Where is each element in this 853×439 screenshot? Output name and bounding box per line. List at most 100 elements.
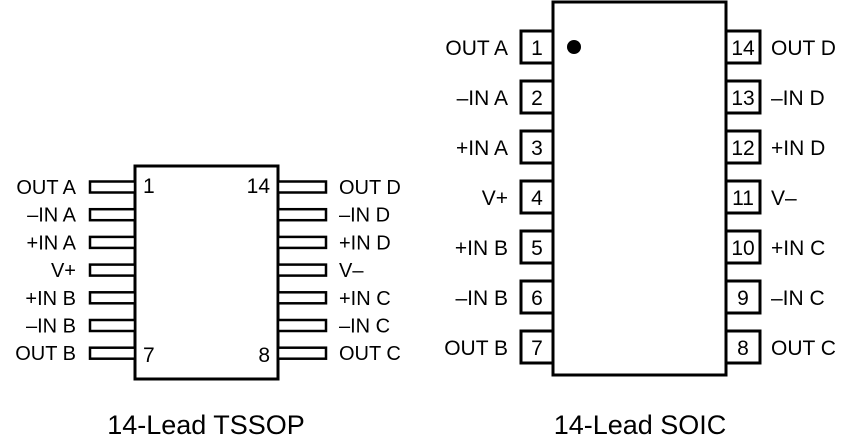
- soic-pin-number: 1: [531, 37, 543, 60]
- soic-pin-pad: [724, 29, 762, 65]
- tssop-pin-lead: [276, 346, 328, 360]
- soic-pin-pad: [724, 229, 762, 265]
- tssop-right-pins: OUT D –IN D +IN D V– +IN C –IN C OUT C: [276, 177, 401, 365]
- soic-pin-name: +IN B: [455, 237, 508, 260]
- soic-pin-6: 6 –IN B: [455, 279, 555, 315]
- soic-pin-name: OUT C: [771, 337, 836, 360]
- soic-pin-name: +IN C: [771, 237, 825, 260]
- soic-pin-pad: [724, 129, 762, 165]
- soic-pin-number: 3: [531, 137, 543, 160]
- tssop-pin-6: –IN B: [26, 316, 137, 338]
- tssop-pin-4: V+: [51, 260, 137, 282]
- pin1-indicator-dot-icon: [567, 40, 581, 54]
- tssop-corner-number-14: 14: [247, 175, 271, 198]
- soic-pin-name: OUT B: [444, 337, 508, 360]
- tssop-pin-12: +IN D: [276, 232, 391, 254]
- tssop-package: 1 14 7 8 OUT A –IN A +IN A V+ +IN B –IN B OUT …: [15, 164, 401, 439]
- soic-pin-number: 8: [737, 337, 749, 360]
- soic-pin-pad: [724, 179, 762, 215]
- soic-pin-7: 7 OUT B: [444, 329, 555, 365]
- tssop-body: [133, 164, 280, 381]
- tssop-pin-1: OUT A: [16, 177, 137, 199]
- soic-pin-13: 13–IN D: [724, 79, 825, 115]
- tssop-pin-name: +IN A: [27, 232, 77, 254]
- soic-pin-8: 8 OUT C: [724, 329, 836, 365]
- tssop-pin-8: OUT C: [276, 343, 401, 365]
- tssop-pin-name: OUT A: [16, 177, 76, 199]
- soic-pin-name: –IN A: [457, 87, 508, 110]
- soic-body: [551, 0, 728, 377]
- tssop-pin-name: V+: [51, 260, 76, 282]
- soic-pin-number: 2: [531, 87, 543, 110]
- tssop-pin-lead: [88, 235, 137, 250]
- tssop-pin-name: OUT C: [339, 343, 401, 365]
- tssop-pin-name: +IN D: [339, 232, 391, 254]
- soic-pin-number: 12: [731, 137, 754, 160]
- soic-pin-pad: [724, 279, 762, 315]
- tssop-pin-lead: [276, 291, 328, 305]
- soic-pin-pad: [519, 279, 555, 315]
- tssop-corner-number-1: 1: [143, 175, 155, 198]
- soic-pin-name: –IN B: [455, 287, 508, 310]
- soic-pin-name: OUT D: [771, 37, 836, 60]
- soic-pin-number: 10: [731, 237, 754, 260]
- soic-pin-pad: [519, 329, 555, 365]
- soic-pin-12: 12 +IN D: [724, 129, 825, 165]
- tssop-pin-14: OUT D: [276, 177, 401, 199]
- soic-pin-pad: [519, 129, 555, 165]
- tssop-caption: 14-Lead TSSOP: [107, 410, 305, 439]
- soic-pin-pad: [519, 29, 555, 65]
- tssop-pin-lead: [276, 235, 328, 250]
- tssop-pin-name: OUT D: [339, 177, 401, 199]
- soic-pin-number: 7: [531, 337, 543, 360]
- tssop-pin-7: OUT B: [15, 343, 137, 365]
- tssop-pin-name: –IN D: [339, 205, 390, 227]
- tssop-pin-9: –IN C: [276, 316, 390, 338]
- soic-pin-name: +IN A: [456, 137, 508, 160]
- soic-pin-2: 2 –IN A: [457, 79, 555, 115]
- tssop-corner-number-7: 7: [143, 344, 155, 367]
- soic-pin-name: V–: [771, 187, 797, 210]
- soic-pin-number: 9: [737, 287, 749, 310]
- tssop-pin-name: –IN A: [27, 205, 77, 227]
- tssop-pin-lead: [276, 263, 328, 277]
- soic-pin-pad: [724, 329, 762, 365]
- tssop-pin-10: +IN C: [276, 288, 391, 310]
- tssop-pin-name: –IN B: [26, 316, 76, 338]
- tssop-pin-lead: [88, 346, 137, 360]
- soic-pin-pad: [724, 79, 762, 115]
- soic-pin-3: 3 +IN A: [456, 129, 555, 165]
- tssop-pin-name: –IN C: [339, 316, 390, 338]
- soic-caption: 14-Lead SOIC: [554, 410, 727, 439]
- tssop-pin-lead: [276, 318, 328, 333]
- soic-pin-number: 6: [531, 287, 543, 310]
- tssop-pin-lead: [276, 207, 328, 222]
- soic-pin-pad: [519, 229, 555, 265]
- tssop-pin-11: V–: [276, 260, 364, 282]
- tssop-pin-name: +IN C: [339, 288, 391, 310]
- soic-pin-number: 11: [732, 187, 754, 210]
- tssop-pin-lead: [276, 180, 328, 194]
- soic-pin-pad: [519, 79, 555, 115]
- soic-pin-pad: [519, 179, 555, 215]
- tssop-pin-3: +IN A: [27, 232, 137, 254]
- soic-pin-name: –IN C: [771, 287, 825, 310]
- tssop-pin-lead: [88, 263, 137, 277]
- soic-pin-name: +IN D: [771, 137, 825, 160]
- soic-pin-9: 9 –IN C: [724, 279, 825, 315]
- tssop-pin-lead: [88, 318, 137, 333]
- soic-pin-4: 4 V+: [482, 179, 555, 215]
- soic-pin-11: 11 V–: [724, 179, 797, 215]
- tssop-pin-name: OUT B: [15, 343, 76, 365]
- tssop-pin-13: –IN D: [276, 205, 390, 227]
- soic-pin-name: V+: [482, 187, 508, 210]
- tssop-corner-number-8: 8: [258, 344, 270, 367]
- tssop-pin-5: +IN B: [25, 288, 137, 310]
- soic-pin-number: 4: [531, 187, 543, 210]
